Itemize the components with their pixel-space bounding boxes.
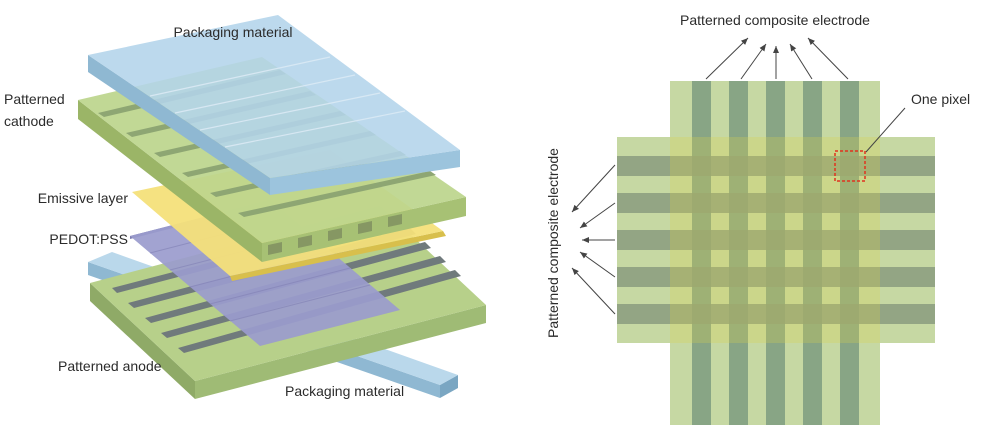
pixel-matrix: Patterned composite electrode One pixel …: [545, 12, 970, 425]
pixel-callout-line: [865, 107, 906, 153]
top-packaging-label: Packaging material: [173, 24, 292, 40]
side-electrode-label: Patterned composite electrode: [545, 148, 561, 338]
top-electrode-label: Patterned composite electrode: [680, 12, 870, 28]
side-electrode-arrows: [571, 164, 616, 315]
exploded-stack: Packaging material Patterned cathode Emi…: [4, 15, 486, 399]
pedot-pss-label: PEDOT:PSS: [49, 231, 128, 247]
anode-label: Patterned anode: [58, 358, 162, 374]
one-pixel-marker: [834, 150, 866, 182]
cathode-label-line2: cathode: [4, 113, 54, 129]
emissive-layer-label: Emissive layer: [38, 190, 129, 206]
emissive-overlap-area: [670, 137, 880, 343]
bottom-packaging-label: Packaging material: [285, 383, 404, 399]
horizontal-electrode-stripes: [617, 156, 935, 324]
top-packaging-layer: [88, 15, 460, 195]
top-electrode-arrows: [705, 37, 849, 80]
one-pixel-label: One pixel: [911, 91, 970, 107]
cathode-label-line1: Patterned: [4, 91, 65, 107]
